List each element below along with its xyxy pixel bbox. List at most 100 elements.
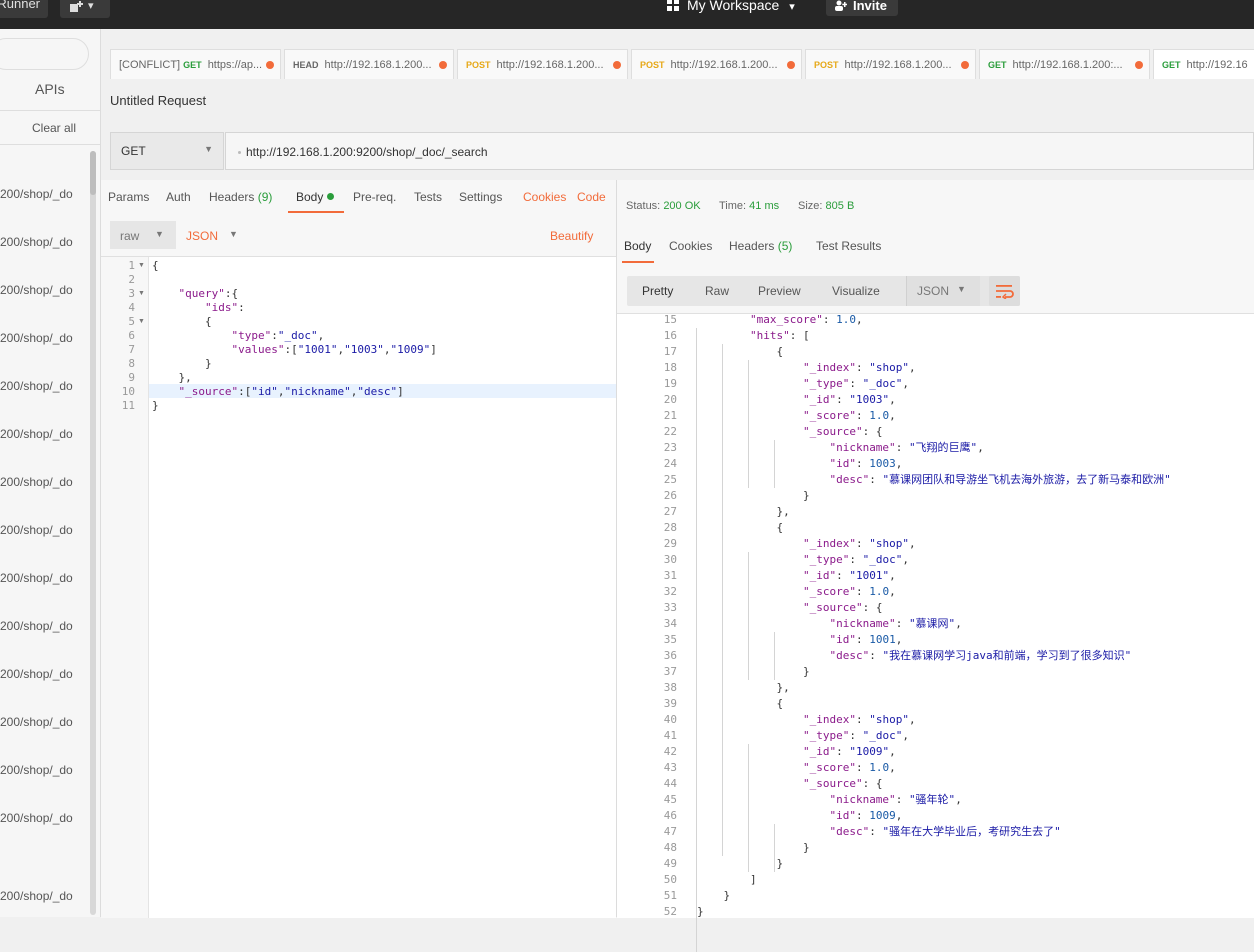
history-item[interactable]: 200/shop/_do xyxy=(0,331,73,345)
code-link[interactable]: Code xyxy=(577,190,606,204)
tab-headers[interactable]: Headers (9) xyxy=(209,190,272,204)
line-number: 19 xyxy=(663,377,677,390)
request-panel: Params Auth Headers (9) Body Pre-req. Te… xyxy=(101,180,617,918)
indent-guide xyxy=(774,632,775,680)
line-gutter xyxy=(101,257,149,918)
line-number: 16 xyxy=(663,329,677,342)
history-item[interactable]: 200/shop/_do xyxy=(0,619,73,633)
tab-params[interactable]: Params xyxy=(108,190,150,204)
response-body-viewer[interactable]: 15 "max_score": 1.0,16 "hits": [17 {18 "… xyxy=(617,313,1254,952)
view-visualize-button[interactable]: Visualize xyxy=(832,284,880,298)
response-tab-test-results[interactable]: Test Results xyxy=(816,239,882,253)
history-item[interactable]: 200/shop/_do xyxy=(0,715,73,729)
response-tab-headers[interactable]: Headers (5) xyxy=(729,239,792,253)
response-code-line: "_id": "1003", xyxy=(802,393,896,406)
view-pretty-button[interactable]: Pretty xyxy=(642,284,674,298)
sidebar-scrollbar[interactable] xyxy=(90,151,96,915)
body-mode-select[interactable]: raw ▼ xyxy=(110,221,176,249)
sidebar-scrollbar-thumb[interactable] xyxy=(90,151,96,195)
response-format-select[interactable]: JSON ▼ xyxy=(906,276,980,306)
tab-tests[interactable]: Tests xyxy=(414,190,443,204)
response-code-line: } xyxy=(802,489,810,502)
tab-method: POST xyxy=(814,60,839,70)
fold-toggle-icon[interactable]: ▼ xyxy=(138,290,145,297)
chevron-down-icon: ▾ xyxy=(789,1,795,13)
view-raw-button[interactable]: Raw xyxy=(705,284,730,298)
unsaved-dot-icon xyxy=(439,61,447,69)
sidebar-tab-apis[interactable]: APIs xyxy=(35,81,65,97)
history-item[interactable]: 200/shop/_do xyxy=(0,427,73,441)
response-code-line: } xyxy=(802,665,810,678)
response-tab-body[interactable]: Body xyxy=(624,239,652,253)
history-item[interactable]: 200/shop/_do xyxy=(0,187,73,201)
history-item[interactable]: 200/shop/_do xyxy=(0,811,73,825)
history-item[interactable]: 200/shop/_do xyxy=(0,763,73,777)
code-line: "_source":["id","nickname","desc"] xyxy=(178,385,404,398)
url-value: http://192.168.1.200:9200/shop/_doc/_sea… xyxy=(246,145,488,159)
method-value: GET xyxy=(121,144,146,158)
history-item[interactable]: 200/shop/_do xyxy=(0,889,73,903)
workspace-name: My Workspace xyxy=(687,0,780,13)
response-code-line: }, xyxy=(776,681,790,694)
history-item[interactable]: 200/shop/_do xyxy=(0,571,73,585)
body-language-select[interactable]: JSON xyxy=(186,229,219,243)
response-code-line: "_score": 1.0, xyxy=(802,585,896,598)
invite-button[interactable]: Invite xyxy=(826,0,898,16)
line-number: 34 xyxy=(663,617,677,630)
workspace-switcher[interactable]: My Workspace ▾ xyxy=(667,0,795,13)
new-button[interactable]: ▾ xyxy=(60,0,110,18)
line-number: 46 xyxy=(663,809,677,822)
unsaved-dot-icon xyxy=(613,61,621,69)
url-input[interactable]: http://192.168.1.200:9200/shop/_doc/_sea… xyxy=(225,132,1254,170)
history-item[interactable]: 200/shop/_do xyxy=(0,235,73,249)
tab-auth[interactable]: Auth xyxy=(166,190,191,204)
line-number: 9 xyxy=(128,371,135,384)
request-title[interactable]: Untitled Request xyxy=(110,93,207,108)
response-code-line: "_source": { xyxy=(802,601,883,614)
history-item[interactable]: 200/shop/_do xyxy=(0,667,73,681)
view-preview-button[interactable]: Preview xyxy=(758,284,801,298)
line-number: 35 xyxy=(663,633,677,646)
fold-toggle-icon[interactable]: ▼ xyxy=(138,262,145,269)
user-plus-icon xyxy=(835,0,847,11)
wrap-lines-button[interactable] xyxy=(989,276,1020,306)
status-label: Status: xyxy=(626,200,661,212)
active-tab-indicator xyxy=(288,211,344,213)
tab-settings[interactable]: Settings xyxy=(459,190,503,204)
cookies-link[interactable]: Cookies xyxy=(523,190,567,204)
line-number: 50 xyxy=(663,873,677,886)
beautify-button[interactable]: Beautify xyxy=(550,229,594,243)
line-number: 24 xyxy=(663,457,677,470)
history-item[interactable]: 200/shop/_do xyxy=(0,523,73,537)
runner-button[interactable]: Runner xyxy=(0,0,48,18)
response-tab-cookies[interactable]: Cookies xyxy=(669,239,713,253)
code-line: "query":{ xyxy=(178,287,239,300)
response-code-line: "desc": "我在慕课网学习java和前端，学习到了很多知识" xyxy=(829,649,1132,662)
tab-method: GET xyxy=(183,60,202,70)
line-number: 38 xyxy=(663,681,677,694)
sidebar-search-input[interactable] xyxy=(0,38,89,70)
line-number: 8 xyxy=(128,357,135,370)
line-number: 45 xyxy=(663,793,677,806)
line-number: 15 xyxy=(663,313,677,326)
headers-count: (9) xyxy=(257,190,273,204)
tab-body[interactable]: Body xyxy=(296,190,334,204)
fold-toggle-icon[interactable]: ▼ xyxy=(138,318,145,325)
history-item[interactable]: 200/shop/_do xyxy=(0,379,73,393)
tab-prereq[interactable]: Pre-req. xyxy=(353,190,397,204)
history-item[interactable]: 200/shop/_do xyxy=(0,283,73,297)
history-item[interactable]: 200/shop/_do xyxy=(0,475,73,489)
clear-all-button[interactable]: Clear all xyxy=(32,121,77,135)
method-select[interactable]: GET ▼ xyxy=(110,132,224,170)
code-line: }, xyxy=(178,371,192,384)
